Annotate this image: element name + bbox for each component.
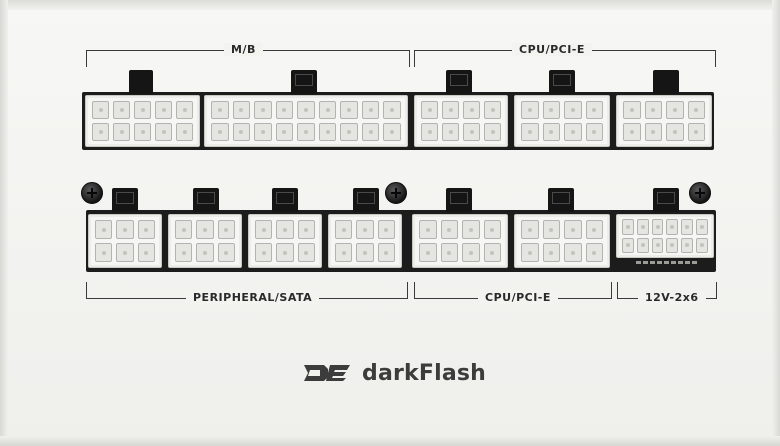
peripheral-3-latch <box>272 188 298 212</box>
12v-2x6-label: 12V-2x6 <box>638 291 706 304</box>
brand-lockup: darkFlash <box>302 357 486 389</box>
peripheral-sata-2-socket[interactable] <box>168 214 242 268</box>
peripheral-sata-1-socket[interactable] <box>88 214 162 268</box>
12v-2x6-socket[interactable] <box>616 214 714 258</box>
cpu-pcie-bottom-2-latch <box>548 188 574 212</box>
peripheral-4-latch <box>353 188 379 212</box>
cpu-pcie-bottom-1-latch <box>446 188 472 212</box>
mb-10pin-socket[interactable] <box>85 95 200 147</box>
peripheral-1-latch <box>112 188 138 212</box>
peripheral-sata-4-socket[interactable] <box>328 214 402 268</box>
cpu-pcie-top-3-latch <box>653 70 679 94</box>
darkflash-logo-icon <box>304 365 350 381</box>
mb-10pin-latch <box>129 70 153 94</box>
cpu-pcie-top-1-socket[interactable] <box>414 95 508 147</box>
cpu-pcie-bottom-1-socket[interactable] <box>412 214 508 268</box>
panel-rim-left <box>0 0 8 446</box>
mb-18pin-latch <box>291 70 317 94</box>
panel-rim-right <box>772 0 780 446</box>
peripheral-sata-label: PERIPHERAL/SATA <box>186 291 320 304</box>
brand-name: darkFlash <box>362 360 487 386</box>
mounting-screw-left <box>81 182 103 204</box>
peripheral-sata-3-socket[interactable] <box>248 214 322 268</box>
12v-2x6-latch <box>653 188 679 212</box>
panel-rim-top <box>0 0 780 10</box>
cpu-pcie-top-2-socket[interactable] <box>514 95 610 147</box>
mb-18pin-socket[interactable] <box>204 95 408 147</box>
cpu-pcie-top-3-socket[interactable] <box>616 95 712 147</box>
cpu-pcie-bottom-label: CPU/PCI-E <box>478 291 558 304</box>
mounting-screw-right <box>689 182 711 204</box>
cpu-pcie-top-2-latch <box>549 70 575 94</box>
peripheral-2-latch <box>193 188 219 212</box>
cpu-pcie-top-label: CPU/PCI-E <box>512 43 592 56</box>
panel-rim-bottom <box>0 436 780 446</box>
mounting-screw-center <box>385 182 407 204</box>
mb-label: M/B <box>224 43 263 56</box>
cpu-pcie-bottom-2-socket[interactable] <box>514 214 610 268</box>
12v-2x6-sense-pins <box>636 261 697 264</box>
cpu-pcie-top-1-latch <box>446 70 472 94</box>
